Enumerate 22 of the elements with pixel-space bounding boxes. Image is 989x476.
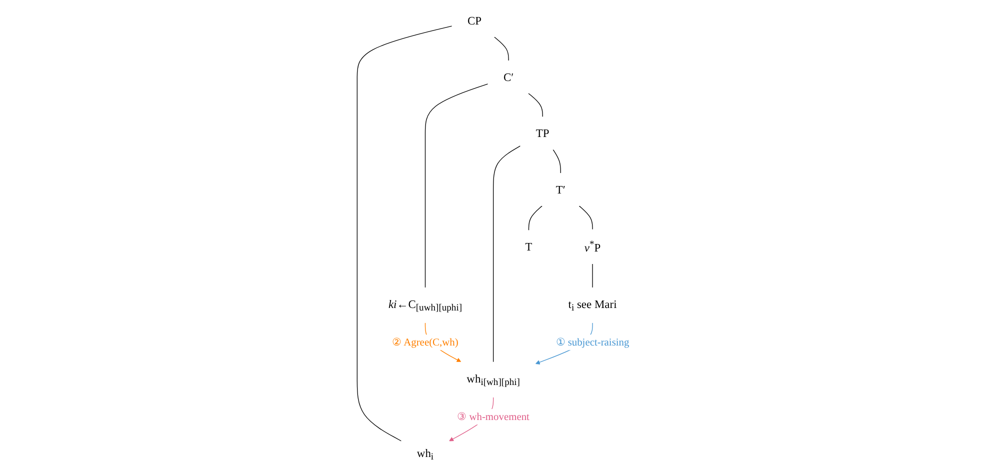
connector xyxy=(578,206,593,230)
node-text: T xyxy=(524,240,532,254)
connector xyxy=(424,84,488,288)
node-text: T′ xyxy=(556,183,566,196)
node-text: ki←C$_{[uwh][uphi]}$ xyxy=(388,297,462,313)
connector xyxy=(528,92,543,118)
connector xyxy=(592,264,593,288)
node-text: C′ xyxy=(503,70,514,84)
connector xyxy=(356,26,452,442)
node-text: wh$_{i}$ xyxy=(416,446,434,462)
connector xyxy=(528,206,542,231)
node-text: TP xyxy=(536,126,550,140)
connector xyxy=(492,146,520,362)
node-text: CP xyxy=(467,14,482,28)
connector xyxy=(494,36,509,61)
node-text: t$_{i}$ see Mari xyxy=(568,297,616,313)
edge-label: ② Agree(C,wh) xyxy=(392,336,458,348)
node-text: v$^{*}$P xyxy=(584,238,600,254)
edge-label: ③ wh-movement xyxy=(456,411,530,423)
node-text: wh$_{i[wh][phi]}$ xyxy=(466,372,520,388)
connector xyxy=(552,149,561,174)
edge-label: ① subject-raising xyxy=(556,336,629,348)
